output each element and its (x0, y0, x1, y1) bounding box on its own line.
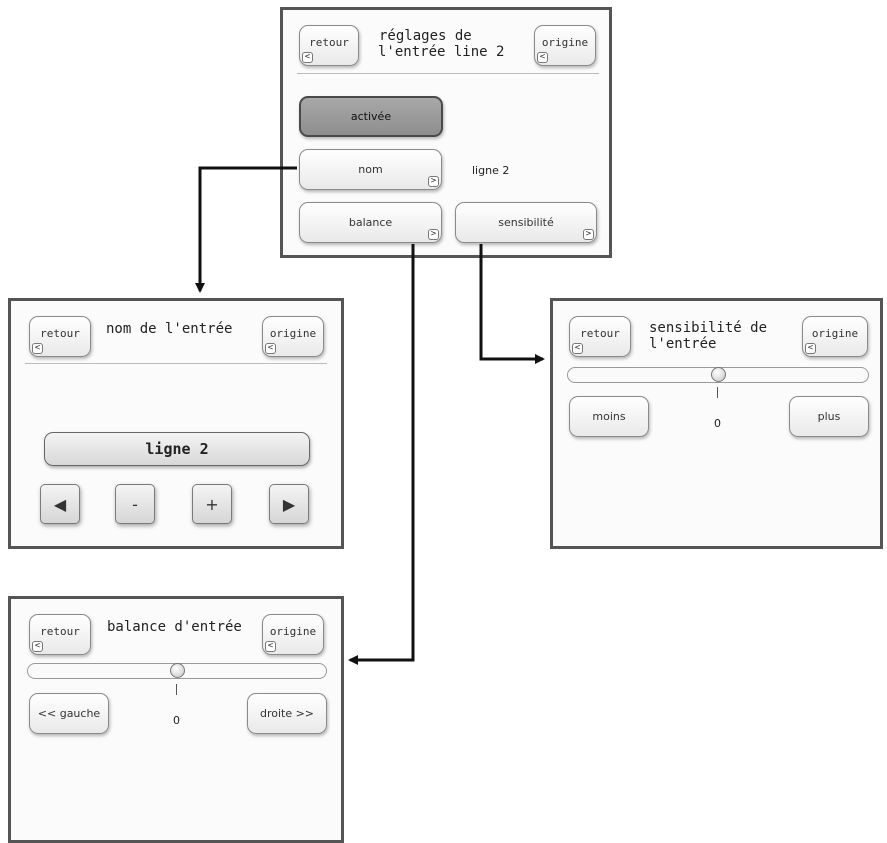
forward-arrow-icon: > (428, 229, 439, 240)
activated-toggle-label: activée (350, 110, 392, 123)
back-button[interactable]: retour < (299, 25, 359, 66)
name-display-field[interactable]: ligne 2 (44, 432, 310, 466)
slider-center-tick (176, 684, 177, 695)
name-value: ligne 2 (472, 164, 510, 177)
slider-center-tick (717, 387, 718, 398)
origin-button[interactable]: origine < (262, 614, 324, 655)
character-plus-button[interactable]: + (192, 484, 232, 524)
minus-icon: - (132, 494, 138, 514)
back-button[interactable]: retour < (29, 316, 91, 357)
back-arrow-icon: < (302, 52, 313, 63)
header-divider (297, 73, 599, 74)
back-arrow-icon: < (32, 641, 43, 652)
character-minus-button[interactable]: - (115, 484, 155, 524)
page-title: réglages de l'entrée line 2 (378, 28, 504, 60)
plus-icon: + (205, 494, 219, 514)
back-button[interactable]: retour < (569, 316, 631, 357)
back-button[interactable]: retour < (29, 614, 91, 655)
sensitivity-slider-track[interactable] (567, 367, 869, 383)
cursor-right-button[interactable]: ▶ (269, 484, 309, 524)
name-button-label: nom (358, 163, 383, 176)
back-button-label: retour (580, 327, 620, 340)
input-sensitivity-screen: retour < sensibilité de l'entrée origine… (550, 298, 883, 549)
page-title-line1: réglages de (379, 28, 472, 44)
back-arrow-icon: < (265, 641, 276, 652)
balance-right-button[interactable]: droite >> (247, 693, 327, 734)
back-arrow-icon: < (32, 343, 43, 354)
back-button-label: retour (309, 36, 349, 49)
back-button-label: retour (40, 625, 80, 638)
cursor-left-button[interactable]: ◀ (40, 484, 80, 524)
input-settings-screen: retour < réglages de l'entrée line 2 ori… (280, 7, 612, 258)
less-button[interactable]: moins (569, 396, 649, 437)
origin-button[interactable]: origine < (262, 316, 324, 357)
right-triangle-icon: ▶ (282, 494, 296, 514)
balance-left-button[interactable]: << gauche (29, 693, 109, 734)
header-divider (25, 363, 327, 364)
balance-value: 0 (173, 714, 180, 727)
page-title: balance d'entrée (107, 619, 242, 635)
balance-right-button-label: droite >> (259, 707, 315, 720)
origin-button[interactable]: origine < (534, 25, 596, 66)
sensitivity-button-label: sensibilité (498, 216, 554, 229)
balance-slider-thumb[interactable] (170, 663, 185, 678)
input-name-screen: retour < nom de l'entrée origine < ligne… (8, 298, 344, 549)
origin-button-label: origine (269, 327, 317, 340)
balance-button-label: balance (348, 216, 393, 229)
origin-button[interactable]: origine < (802, 316, 868, 357)
page-title: nom de l'entrée (106, 321, 233, 337)
back-button-label: retour (40, 327, 80, 340)
input-balance-screen: retour < balance d'entrée origine < << g… (8, 596, 344, 843)
left-triangle-icon: ◀ (53, 494, 67, 514)
origin-button-label: origine (269, 625, 317, 638)
back-arrow-icon: < (805, 343, 816, 354)
forward-arrow-icon: > (428, 176, 439, 187)
page-title-line2: l'entrée (649, 336, 717, 352)
back-arrow-icon: < (537, 52, 548, 63)
less-button-label: moins (592, 410, 626, 423)
balance-button[interactable]: balance > (299, 202, 442, 243)
page-title-line1: sensibilité de (649, 320, 768, 336)
arrow-balance-to-balance-screen (348, 244, 415, 665)
page-title-line2: l'entrée line 2 (378, 44, 505, 60)
forward-arrow-icon: > (583, 229, 594, 240)
back-arrow-icon: < (265, 343, 276, 354)
balance-left-button-label: << gauche (37, 707, 101, 720)
sensitivity-value: 0 (714, 417, 721, 430)
arrow-sensitivity-to-sensitivity-screen (479, 244, 545, 364)
balance-slider-track[interactable] (27, 663, 327, 679)
sensitivity-slider-thumb[interactable] (711, 367, 726, 382)
more-button[interactable]: plus (789, 396, 869, 437)
activated-toggle[interactable]: activée (299, 96, 443, 137)
back-arrow-icon: < (572, 343, 583, 354)
origin-button-label: origine (541, 36, 589, 49)
arrow-name-to-name-screen (195, 166, 297, 293)
more-button-label: plus (817, 410, 841, 423)
sensitivity-button[interactable]: sensibilité > (455, 202, 597, 243)
origin-button-label: origine (811, 327, 859, 340)
page-title: sensibilité de l'entrée (649, 320, 767, 352)
name-button[interactable]: nom > (299, 149, 442, 190)
